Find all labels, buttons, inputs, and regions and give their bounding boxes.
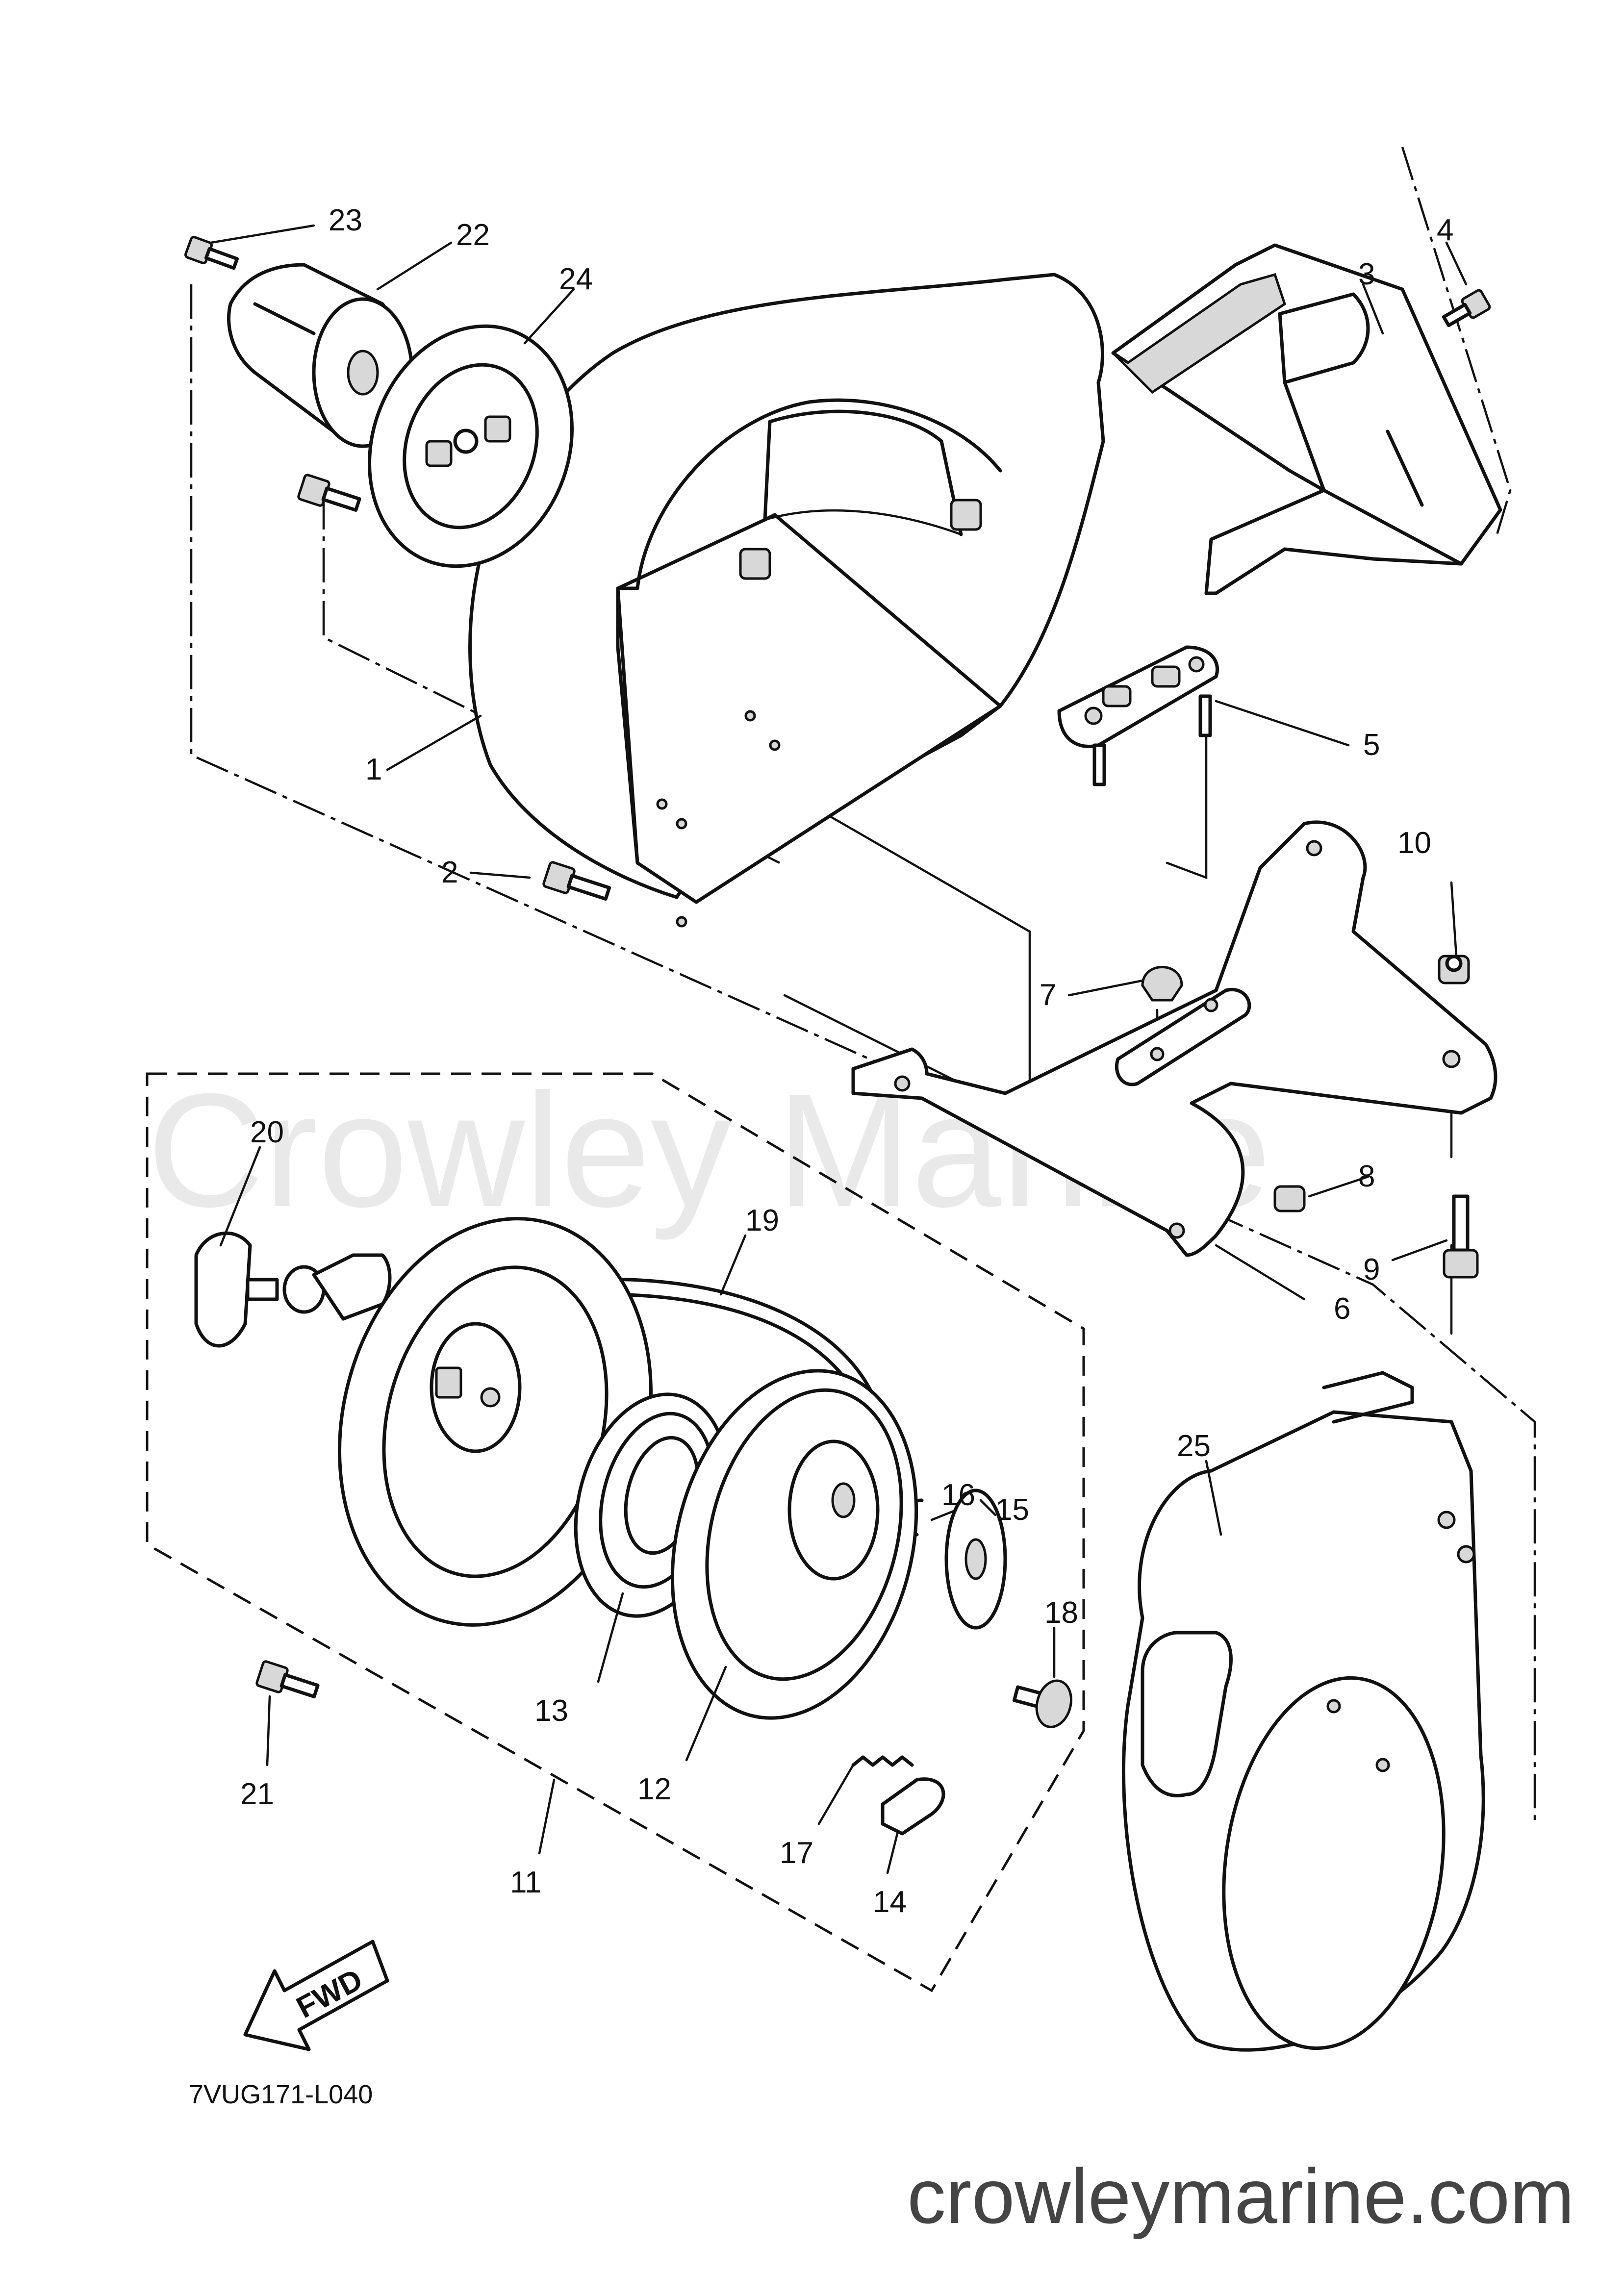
callout-5: 5 <box>1363 728 1380 762</box>
callout-23: 23 <box>329 203 362 237</box>
bracket-plate <box>1115 987 1251 1086</box>
callout-13: 13 <box>534 1694 568 1728</box>
callout-24: 24 <box>559 262 593 296</box>
leader-lines <box>209 224 1468 1874</box>
callout-17: 17 <box>780 1836 813 1870</box>
callout-22: 22 <box>456 218 490 252</box>
callout-15: 15 <box>995 1493 1029 1527</box>
upper-cover <box>1111 243 1502 595</box>
callout-3: 3 <box>1358 257 1375 291</box>
callout-18: 18 <box>1044 1596 1078 1630</box>
ring-plate <box>368 324 574 568</box>
callout-11: 11 <box>510 1866 541 1899</box>
callout-21: 21 <box>240 1777 274 1811</box>
callout-6: 6 <box>1334 1292 1350 1326</box>
callout-14: 14 <box>873 1885 907 1919</box>
mount-plate <box>1057 645 1219 786</box>
callout-10: 10 <box>1397 826 1431 860</box>
callout-7: 7 <box>1040 978 1056 1012</box>
fwd-arrow: FWD <box>243 1940 389 2051</box>
callout-2: 2 <box>441 856 458 889</box>
callout-19: 19 <box>745 1204 779 1237</box>
callout-numbers: 23 22 24 4 3 5 1 2 10 7 8 9 6 20 19 25 1… <box>240 203 1453 1919</box>
starter-internals <box>194 1217 918 1720</box>
callout-4: 4 <box>1437 213 1453 247</box>
callout-9: 9 <box>1363 1253 1380 1287</box>
callout-25: 25 <box>1177 1429 1211 1463</box>
flywheel-cover <box>468 273 1105 928</box>
starter-assembly-boundary <box>146 1072 1085 1993</box>
site-url: crowleymarine.com <box>907 2153 1574 2240</box>
callout-16: 16 <box>941 1478 975 1512</box>
callout-20: 20 <box>250 1115 284 1149</box>
callout-1: 1 <box>365 753 382 786</box>
fan-shroud <box>1122 1371 1485 2052</box>
callout-12: 12 <box>637 1772 671 1806</box>
callout-8: 8 <box>1358 1160 1375 1193</box>
fasteners <box>184 235 1491 1836</box>
drawing-code: 7VUG171-L040 <box>189 2080 373 2109</box>
